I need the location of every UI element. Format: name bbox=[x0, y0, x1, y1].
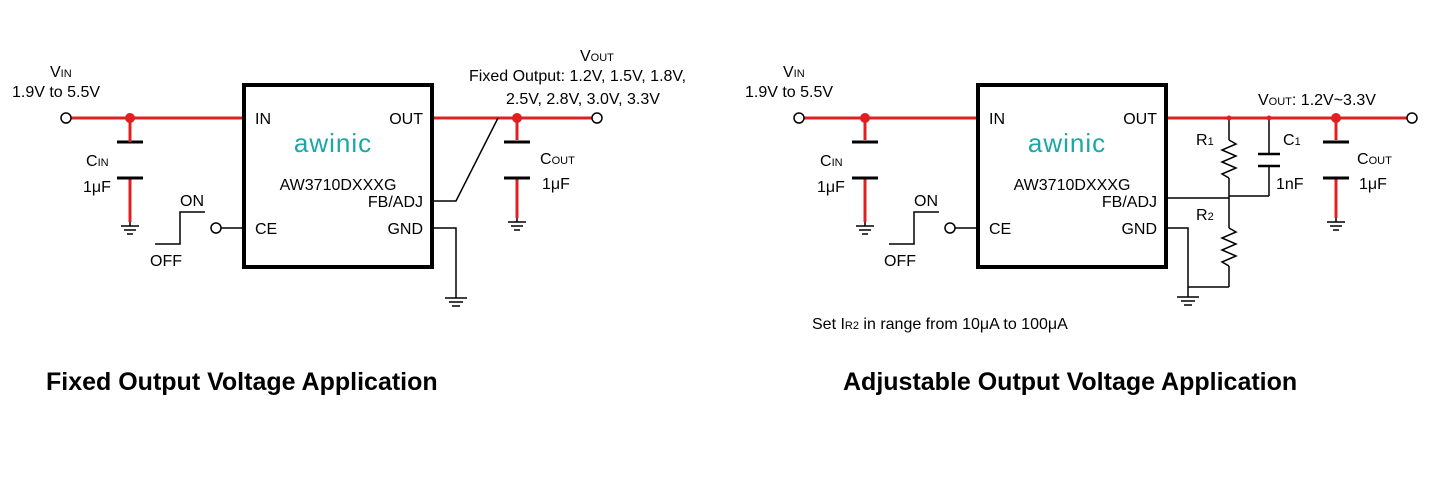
adjustable-circuit: awinic AW3710DXXXG IN OUT FB/ADJ CE GND … bbox=[745, 64, 1418, 396]
adj-vin-node bbox=[860, 113, 870, 123]
fixed-vout-label: VOUT bbox=[580, 48, 614, 65]
fixed-cout-ground-icon bbox=[508, 218, 526, 231]
fixed-pin-ce: CE bbox=[255, 221, 277, 238]
fixed-cout-label: COUT bbox=[540, 151, 575, 168]
fixed-pin-gnd: GND bbox=[387, 221, 423, 238]
adj-cout-label: COUT bbox=[1357, 151, 1392, 168]
adj-r1-label: R1 bbox=[1196, 132, 1214, 149]
adj-chip-part: AW3710DXXXG bbox=[1014, 177, 1131, 194]
adj-c1-label: C1 bbox=[1283, 132, 1301, 149]
adj-pin-out: OUT bbox=[1123, 111, 1157, 128]
adj-r2-label: R2 bbox=[1196, 207, 1214, 224]
adj-cout-ground-icon bbox=[1327, 218, 1345, 231]
adj-vout-node bbox=[1331, 113, 1341, 123]
fixed-cin-ground-icon bbox=[121, 222, 139, 235]
adj-cout-capacitor bbox=[1323, 140, 1349, 180]
adj-pin-ce: CE bbox=[989, 221, 1011, 238]
fixed-ce-switch bbox=[155, 211, 244, 245]
adj-switch-on-label: ON bbox=[914, 193, 938, 210]
adj-title: Adjustable Output Voltage Application bbox=[843, 368, 1297, 396]
fixed-vout-node bbox=[512, 113, 522, 123]
adj-cout-value: 1μF bbox=[1359, 176, 1387, 193]
adj-pin-fb: FB/ADJ bbox=[1102, 194, 1157, 211]
fixed-pin-in: IN bbox=[255, 111, 271, 128]
fixed-pin-out: OUT bbox=[389, 111, 423, 128]
fixed-cin-value: 1μF bbox=[83, 179, 111, 196]
adj-c1-value: 1nF bbox=[1276, 176, 1304, 193]
adj-chip bbox=[976, 83, 1168, 269]
adj-switch-off-label: OFF bbox=[884, 253, 916, 270]
fixed-cin-capacitor bbox=[117, 140, 143, 180]
fixed-vin-label: VIN bbox=[50, 64, 72, 81]
adj-vin-terminal bbox=[793, 112, 805, 124]
fixed-title: Fixed Output Voltage Application bbox=[46, 368, 438, 396]
fixed-chip bbox=[242, 83, 434, 269]
adj-cin-value: 1μF bbox=[817, 179, 845, 196]
adj-vin-label: VIN bbox=[783, 64, 805, 81]
fixed-vout-terminal bbox=[591, 112, 603, 124]
adj-note: Set IR2 in range from 10μA to 100μA bbox=[812, 316, 1068, 333]
fixed-vin-rail bbox=[71, 116, 244, 140]
fixed-switch-on-label: ON bbox=[180, 193, 204, 210]
adj-vout-label: VOUT: 1.2V~3.3V bbox=[1258, 92, 1376, 109]
adj-chip-logo: awinic bbox=[1028, 128, 1106, 158]
fixed-vout-rail bbox=[432, 116, 592, 140]
adj-c1-capacitor bbox=[1258, 152, 1280, 168]
adj-cin-label: CIN bbox=[820, 153, 843, 170]
fixed-ce-terminal bbox=[210, 222, 222, 234]
adj-ce-switch bbox=[889, 211, 978, 245]
adj-cin-ground-icon bbox=[856, 222, 874, 235]
fixed-fb-wire bbox=[432, 117, 499, 202]
fixed-vin-node bbox=[125, 113, 135, 123]
adj-ce-terminal bbox=[944, 222, 956, 234]
fixed-cout-value: 1μF bbox=[542, 176, 570, 193]
adj-feedback-network bbox=[1166, 118, 1270, 306]
adj-r1-node bbox=[1226, 115, 1232, 121]
fixed-switch-off-label: OFF bbox=[150, 253, 182, 270]
fixed-vin-range: 1.9V to 5.5V bbox=[12, 84, 100, 101]
adj-vout-terminal bbox=[1406, 112, 1418, 124]
adj-vin-rail bbox=[803, 116, 978, 222]
fixed-pin-fb: FB/ADJ bbox=[368, 194, 423, 211]
fixed-chip-part: AW3710DXXXG bbox=[280, 177, 397, 194]
adj-vin-range: 1.9V to 5.5V bbox=[745, 84, 833, 101]
fixed-gnd-ground-icon bbox=[432, 227, 467, 307]
fixed-vin-terminal bbox=[60, 112, 72, 124]
fixed-cap-ground-legs bbox=[128, 178, 519, 222]
adj-c1-node bbox=[1266, 115, 1272, 121]
fixed-output-list-line2: 2.5V, 2.8V, 3.0V, 3.3V bbox=[506, 91, 660, 108]
fixed-cout-capacitor bbox=[504, 140, 530, 180]
adj-pin-in: IN bbox=[989, 111, 1005, 128]
adj-pin-gnd: GND bbox=[1121, 221, 1157, 238]
adj-cin-capacitor bbox=[852, 140, 878, 180]
fixed-cin-label: CIN bbox=[86, 153, 109, 170]
fixed-circuit: awinic AW3710DXXXG IN OUT FB/ADJ CE GND … bbox=[12, 48, 686, 396]
fixed-output-list-line1: Fixed Output: 1.2V, 1.5V, 1.8V, bbox=[469, 68, 686, 85]
fixed-chip-logo: awinic bbox=[294, 128, 372, 158]
